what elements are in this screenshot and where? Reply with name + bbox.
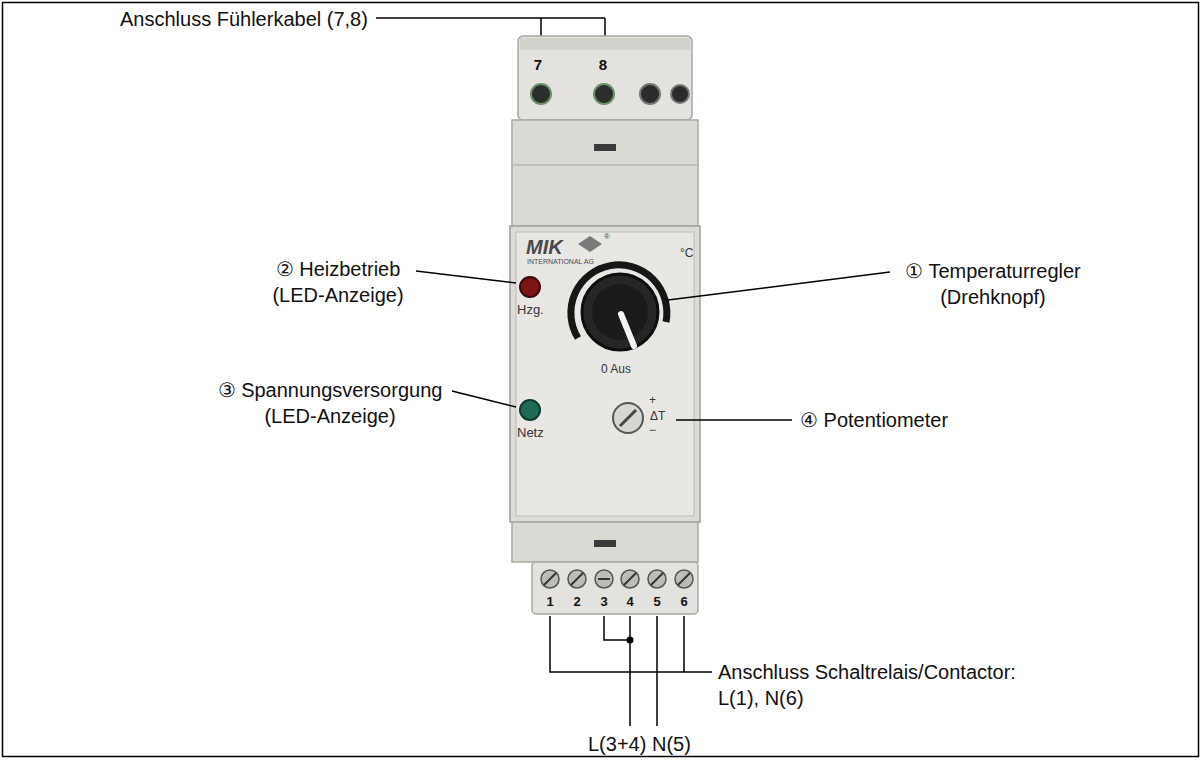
brand-subtitle: INTERNATIONAL AG (527, 257, 594, 266)
terminal-number: 1 (542, 594, 558, 611)
terminal-block (532, 562, 698, 614)
callout-text: Anschluss Schaltrelais/Contactor: L(1), … (718, 659, 1058, 711)
terminal-number: 3 (596, 594, 612, 611)
callout-text: ① Temperaturregler (Drehknopf) (886, 258, 1101, 310)
front-plate (516, 232, 694, 516)
screw-slot (544, 573, 556, 585)
panel-label: 0 Aus (601, 362, 631, 378)
terminal-hole (594, 84, 614, 104)
terminal-lip (520, 38, 690, 50)
terminal-hole (671, 85, 689, 103)
potentiometer-symbol (613, 403, 643, 433)
terminal-screw (648, 570, 666, 588)
leader-line (668, 272, 890, 300)
terminal-number: 2 (569, 594, 585, 611)
knob (582, 274, 658, 350)
screw-slot (624, 573, 636, 585)
terminal-screw (595, 570, 613, 588)
housing (512, 522, 698, 562)
housing-slot (594, 144, 616, 151)
housing (512, 120, 698, 228)
screw-slot (678, 573, 690, 585)
panel-label: °C (680, 246, 693, 262)
terminal-number: 5 (649, 594, 665, 611)
pot-marking: − (649, 423, 656, 439)
terminal-screw (621, 570, 639, 588)
knob-pointer (621, 314, 634, 346)
terminal-screws (541, 570, 693, 588)
terminal-screw (675, 570, 693, 588)
terminal-number: 4 (622, 594, 638, 611)
leader-line (452, 391, 516, 407)
terminal-hole (640, 84, 660, 104)
brand-logo: MIK (526, 234, 563, 260)
pot-marking: + (649, 393, 656, 409)
leader-line (676, 419, 792, 421)
terminal-block (518, 36, 692, 120)
callout-text: ④ Potentiometer (800, 407, 948, 433)
led-red (520, 277, 540, 297)
pot-marking: ΔT (650, 409, 665, 425)
potentiometer-slot (620, 410, 636, 426)
screw-slots (544, 573, 690, 585)
terminal-screw (568, 570, 586, 588)
junction-dot (627, 637, 634, 644)
frame (3, 3, 1199, 757)
panel-label: Netz (517, 425, 544, 442)
supply-wire (604, 616, 657, 726)
brand-mark: ® (604, 232, 610, 242)
housing-edge (512, 164, 698, 166)
wire-label: L(3+4) (588, 731, 646, 757)
screw-slot (651, 573, 663, 585)
screw-slot (571, 573, 583, 585)
housing-slot (594, 540, 616, 547)
terminal-number: 8 (593, 55, 613, 75)
screw-slot (598, 578, 610, 580)
panel-label: Hzg. (517, 302, 544, 319)
terminal-hole (531, 84, 551, 104)
terminal-number: 6 (676, 594, 692, 611)
terminal-screw (541, 570, 559, 588)
terminal-number: 7 (528, 55, 548, 75)
callout-text: ③ Spannungsversorgung (LED-Anzeige) (205, 377, 455, 429)
wire-label: N(5) (652, 731, 691, 757)
front-panel (510, 226, 700, 522)
logo-diamond (578, 236, 602, 252)
led-green (520, 400, 540, 420)
leader-line (416, 271, 516, 283)
contactor-wire (550, 616, 712, 672)
callout-text: Anschluss Fühlerkabel (7,8) (120, 6, 368, 32)
callout-text: ② Heizbetrieb (LED-Anzeige) (253, 256, 423, 308)
